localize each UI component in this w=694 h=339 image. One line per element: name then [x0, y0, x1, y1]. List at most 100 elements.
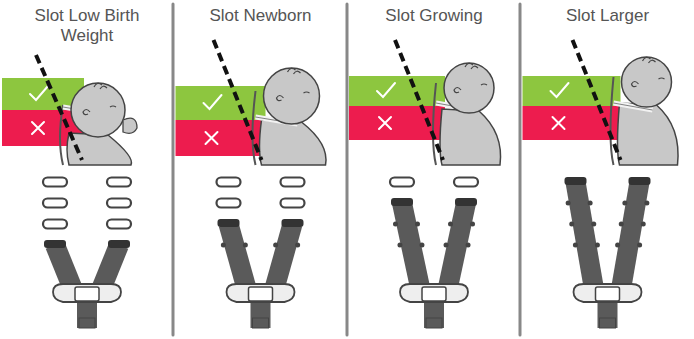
panel-art: [349, 40, 501, 328]
harness-strap: [274, 224, 293, 292]
panel-title: Slot Growing: [359, 6, 509, 26]
seat-back: [611, 77, 614, 165]
panel-art: [523, 40, 679, 328]
buckle-center: [75, 287, 99, 301]
hidden-slot: [470, 222, 475, 227]
hidden-slot: [466, 243, 471, 248]
harness-slot: [217, 178, 241, 187]
baby-ear: [632, 82, 639, 87]
buckle-center: [249, 287, 273, 301]
strap-top: [629, 177, 651, 185]
hidden-slot: [295, 243, 300, 248]
baby-eye: [659, 78, 665, 79]
baby-hair: [465, 63, 478, 69]
buckle: [227, 284, 295, 302]
harness-strap: [621, 182, 640, 292]
harness-height-line: [395, 40, 443, 160]
baby-hair: [94, 83, 107, 89]
harness-strap: [447, 203, 466, 292]
baby-ear: [277, 96, 284, 101]
baby-body: [440, 109, 501, 165]
strap-top: [218, 219, 240, 227]
hidden-slot: [637, 243, 642, 248]
baby-body: [618, 103, 679, 165]
baby-ear: [454, 88, 461, 93]
crotch-strap-end: [253, 318, 269, 328]
buckle: [53, 284, 121, 302]
hidden-slot: [419, 243, 424, 248]
crotch-strap-end: [79, 318, 95, 328]
harness-slot: [281, 199, 305, 208]
hidden-slot: [569, 222, 574, 227]
baby-ear: [83, 110, 90, 115]
hidden-slot: [566, 201, 571, 206]
seat-back: [253, 91, 256, 165]
crotch-strap: [77, 300, 97, 328]
ok-band: [349, 76, 445, 106]
hidden-slot: [588, 201, 593, 206]
harness-slot: [43, 178, 67, 187]
baby-eye: [110, 106, 116, 107]
baby-head: [622, 57, 672, 107]
panel-art: [2, 55, 137, 328]
baby-head: [264, 68, 320, 124]
hidden-slot: [221, 243, 226, 248]
harness-height-line: [214, 40, 262, 160]
harness-height-line: [36, 55, 82, 160]
harness-slot: [217, 199, 241, 208]
crotch-strap: [598, 300, 618, 328]
hidden-slot: [448, 222, 453, 227]
crotch-strap: [424, 300, 444, 328]
buckle-center: [422, 287, 446, 301]
baby-hair: [643, 57, 656, 63]
crotch-strap: [251, 300, 271, 328]
baby-hand: [123, 118, 137, 133]
cross-mark: [379, 117, 391, 129]
ok-band: [176, 86, 266, 120]
harness-strap: [576, 182, 595, 292]
harness-height-line: [573, 40, 621, 160]
panel-art: [176, 40, 327, 328]
panel-divider: [172, 4, 175, 335]
harness-slot: [107, 178, 131, 187]
baby-eye: [304, 92, 310, 93]
baby-hair: [288, 68, 301, 74]
cross-mark: [553, 117, 565, 129]
buckle: [574, 284, 642, 302]
crotch-strap-end: [426, 318, 442, 328]
harness-slot: [43, 199, 67, 208]
panel-divider: [346, 4, 349, 335]
hidden-slot: [393, 222, 398, 227]
wrong-band: [349, 106, 445, 140]
harness-slot: [390, 178, 414, 187]
baby-head: [71, 83, 125, 137]
cross-mark: [32, 122, 44, 134]
strap-top: [391, 198, 413, 206]
hidden-slot: [615, 243, 620, 248]
check-mark: [204, 95, 222, 109]
hidden-slot: [644, 201, 649, 206]
check-mark: [30, 86, 48, 100]
hidden-slot: [595, 243, 600, 248]
baby-head: [444, 63, 494, 113]
harness-strap: [229, 224, 248, 292]
hidden-slot: [619, 222, 624, 227]
baby-eye: [481, 84, 487, 85]
check-mark: [377, 83, 395, 97]
harness-slot: [454, 178, 478, 187]
strap-top: [44, 240, 66, 248]
cross-mark: [206, 132, 218, 144]
strap-top: [108, 240, 130, 248]
panel-title: Slot Low Birth Weight: [12, 6, 162, 46]
hidden-slot: [415, 222, 420, 227]
panel-divider: [519, 4, 522, 335]
harness-slot: [107, 220, 131, 229]
hidden-slot: [444, 243, 449, 248]
strap-top: [565, 177, 587, 185]
harness-slot: [281, 178, 305, 187]
buckle: [400, 284, 468, 302]
panel-title: Slot Newborn: [186, 6, 336, 26]
hidden-slot: [591, 222, 596, 227]
hidden-slot: [622, 201, 627, 206]
